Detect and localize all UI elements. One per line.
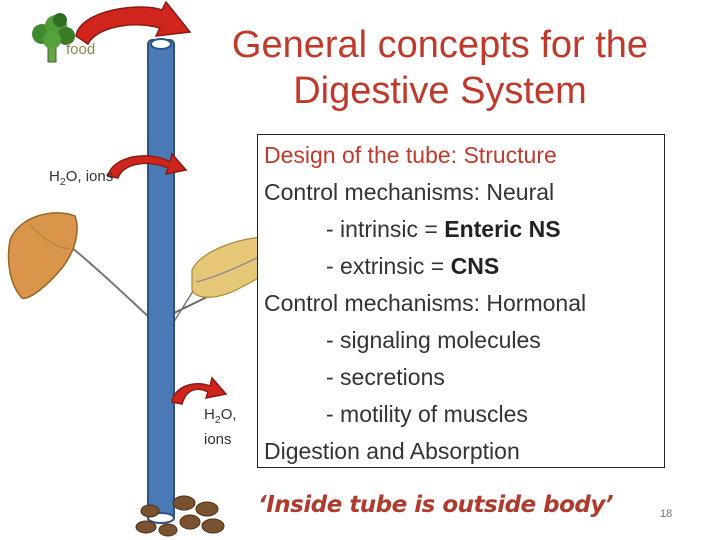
footer-quote: ‘Inside tube is outside body’	[258, 492, 614, 518]
water-ions-label-top: H2O, ions	[49, 168, 114, 188]
title-line-2: Digestive System	[293, 70, 587, 112]
water-absorb-arrow-top-icon	[107, 152, 188, 179]
intrinsic-line: - intrinsic = Enteric NS	[326, 216, 561, 242]
liver-duct	[59, 237, 151, 319]
page-number: 18	[660, 508, 673, 520]
feces-icon	[135, 495, 225, 537]
title-line-1: General concepts for the	[231, 24, 649, 66]
broccoli-icon	[32, 13, 75, 63]
signaling-line: - signaling molecules	[326, 327, 541, 353]
liver-icon	[7, 212, 78, 299]
secretions-line: - secretions	[326, 364, 445, 390]
slide-title: General concepts for the Digestive Syste…	[190, 22, 690, 114]
content-box: Design of the tube: Structure Control me…	[257, 134, 665, 468]
motility-line: - motility of muscles	[326, 401, 528, 427]
water-absorb-arrow-bottom-icon	[171, 376, 228, 405]
hormonal-line: Control mechanisms: Hormonal	[264, 290, 587, 316]
digestion-line: Digestion and Absorption	[264, 438, 520, 464]
digestive-tube	[147, 38, 175, 524]
food-arrow-icon	[75, 0, 192, 46]
structure-line: Design of the tube: Structure	[264, 142, 557, 168]
neural-line: Control mechanisms: Neural	[264, 179, 555, 205]
extrinsic-line: - extrinsic = CNS	[326, 253, 500, 279]
food-label: food	[66, 41, 96, 58]
water-ions-label-bottom: H2O, ions	[204, 406, 237, 448]
